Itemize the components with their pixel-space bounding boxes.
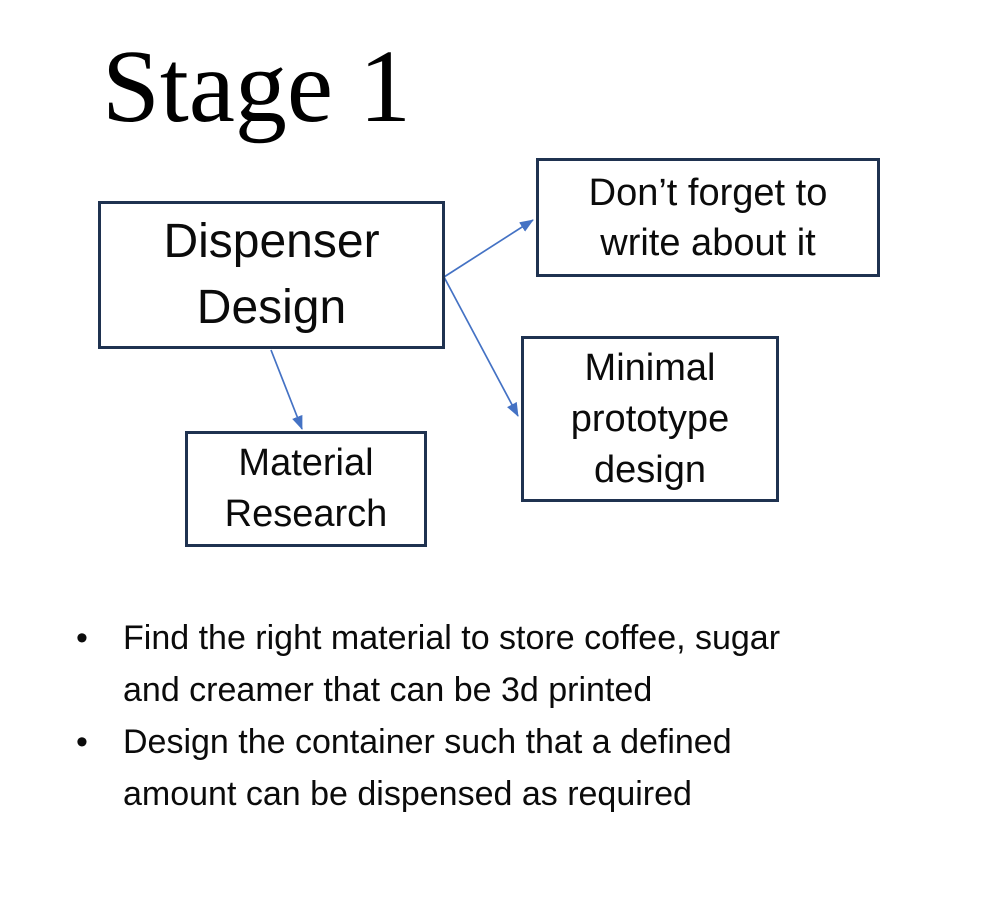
node-dispenser-design: Dispenser Design: [98, 201, 445, 349]
node-dont-forget: Don’t forget to write about it: [536, 158, 880, 277]
node-dont-forget-label: Don’t forget to write about it: [588, 171, 828, 264]
arrow-dispenser-to-prototype: [443, 276, 519, 417]
arrow-dispenser-to-note: [443, 219, 534, 278]
bullet-marker: •: [76, 723, 88, 761]
bullet-marker: •: [76, 619, 88, 657]
node-minimal-prototype-label: Minimal prototype design: [570, 346, 730, 491]
bullet-list: • Find the right material to store coffe…: [62, 612, 813, 820]
node-material-research: Material Research: [185, 431, 427, 547]
arrow-dispenser-to-material: [270, 349, 303, 430]
slide-title: Stage 1: [102, 29, 412, 144]
node-dispenser-design-label: Dispenser Design: [163, 215, 380, 334]
list-item: • Find the right material to store coffe…: [62, 612, 813, 716]
bullet-text-2: Design the container such that a defined…: [123, 723, 732, 813]
bullet-text-1: Find the right material to store coffee,…: [123, 619, 781, 709]
node-material-research-label: Material Research: [224, 442, 388, 535]
list-item: • Design the container such that a defin…: [62, 716, 813, 820]
node-minimal-prototype: Minimal prototype design: [521, 336, 779, 502]
